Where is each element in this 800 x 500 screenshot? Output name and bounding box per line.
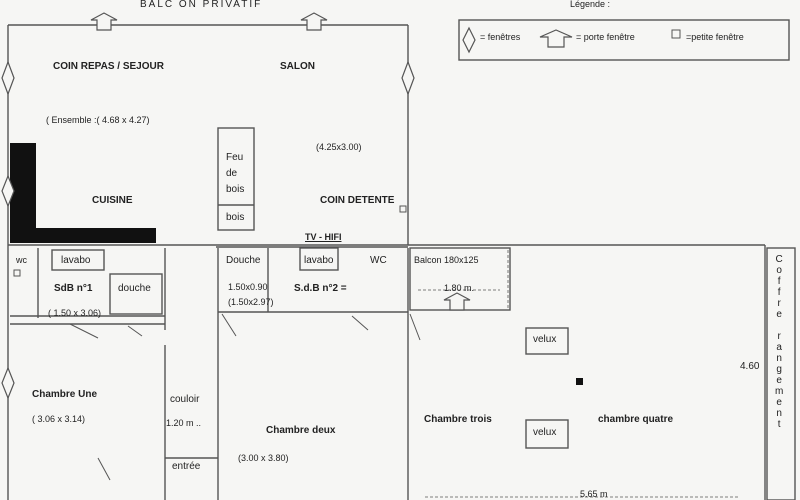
storage-letter xyxy=(778,320,781,331)
storage-letter: n xyxy=(776,353,782,364)
dining-room-size: ( Ensemble :( 4.68 x 4.27) xyxy=(46,115,150,125)
storage-letter: e xyxy=(776,309,782,320)
room3-label: Chambre trois xyxy=(424,414,492,425)
dimension-565: 5.65 m xyxy=(580,489,608,499)
shower2-label: Douche xyxy=(226,255,261,266)
velux1-label: velux xyxy=(533,334,557,345)
room1-label: Chambre Une xyxy=(32,389,98,400)
storage-letter: e xyxy=(776,397,782,408)
legend-title: Légende : xyxy=(570,0,611,9)
legend-french-door-text: = porte fenêtre xyxy=(576,32,635,42)
balcony-label: BALC ON PRIVATIF xyxy=(140,0,263,10)
entrance-label: entrée xyxy=(172,461,201,472)
legend-small-window-text: =petite fenêtre xyxy=(686,32,744,42)
balcony2-dimension: 1.80 m. xyxy=(444,283,475,293)
storage-letter: n xyxy=(776,408,782,419)
storage-letter: a xyxy=(776,342,782,353)
velux2-label: velux xyxy=(533,427,557,438)
fireplace-label-3: bois xyxy=(226,184,245,195)
shower2-size: 1.50x0.90 xyxy=(228,282,268,292)
wood-storage-label: bois xyxy=(226,212,245,223)
lavabo1-label: lavabo xyxy=(61,255,91,266)
storage-letter: r xyxy=(777,331,781,342)
bath1-label: SdB n°1 xyxy=(54,283,93,294)
wc1-label: wc xyxy=(16,255,27,265)
storage-letter: f xyxy=(777,276,781,287)
bath1-size: ( 1.50 x 3.06) xyxy=(48,308,102,318)
storage-letter: m xyxy=(775,386,784,397)
salon-size: (4.25x3.00) xyxy=(316,142,362,152)
room4-label: chambre quatre xyxy=(598,414,674,425)
bath2-size: (1.50x2.97) xyxy=(228,297,274,307)
balcony2-label: Balcon 180x125 xyxy=(414,255,479,265)
corridor-width: 1.20 m .. xyxy=(166,418,202,428)
dimension-460: 4.60 xyxy=(740,361,760,372)
corridor-label: couloir xyxy=(170,394,200,405)
lavabo2-label: lavabo xyxy=(304,255,334,266)
fireplace-label-1: Feu xyxy=(226,152,244,163)
tv-hifi-label: TV - HIFI xyxy=(305,232,342,242)
storage-letter: C xyxy=(775,254,783,265)
relax-corner-label: COIN DETENTE xyxy=(320,195,395,206)
room1-size: ( 3.06 x 3.14) xyxy=(32,414,86,424)
dining-room-label: COIN REPAS / SEJOUR xyxy=(53,61,164,72)
room2-label: Chambre deux xyxy=(266,425,336,436)
storage-letter: e xyxy=(776,375,782,386)
storage-letter: o xyxy=(776,265,782,276)
storage-letter: g xyxy=(776,364,782,375)
storage-letter: r xyxy=(777,298,781,309)
bath2-label: S.d.B n°2 = xyxy=(294,283,347,294)
fireplace-label-2: de xyxy=(226,168,238,179)
storage-letter: f xyxy=(777,287,781,298)
salon-label: SALON xyxy=(280,61,315,72)
wc2-label: WC xyxy=(370,255,387,266)
shower1-label: douche xyxy=(118,283,151,294)
kitchen-label: CUISINE xyxy=(92,195,133,206)
storage-letter: t xyxy=(777,419,781,430)
legend-windows-text: = fenêtres xyxy=(480,32,521,42)
room2-size: (3.00 x 3.80) xyxy=(238,453,289,463)
